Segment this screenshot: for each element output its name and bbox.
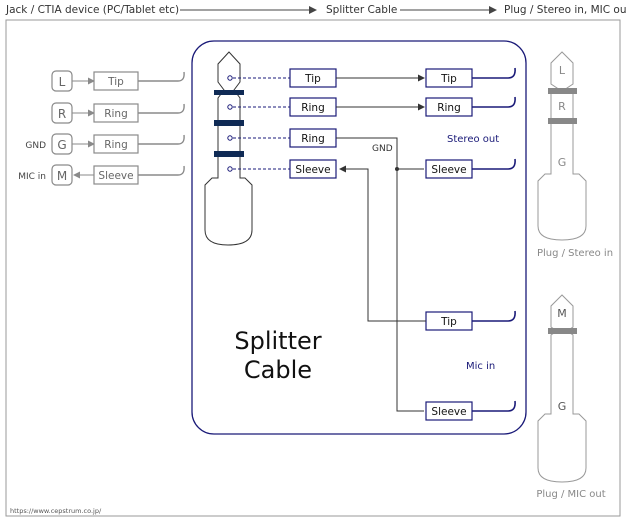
header-left-label: Jack / CTIA device (PC/Tablet etc) — [5, 4, 179, 16]
letter-box-m — [51, 164, 73, 186]
stereo-plug-letter-r: R — [558, 100, 566, 113]
contact-ring — [227, 104, 233, 110]
wire-hook-l — [177, 71, 185, 82]
stereo-label-ring: Ring — [437, 102, 461, 114]
wire-hook-g — [177, 134, 185, 145]
jack-band-3 — [214, 151, 244, 157]
in-label-ring: Ring — [301, 102, 325, 114]
stereo-plug — [537, 51, 587, 241]
splitter-title-2: Cable — [244, 356, 312, 384]
jack-band-1 — [214, 90, 244, 95]
out-hook-ring — [507, 96, 516, 108]
out-hook-tip — [507, 67, 516, 79]
left-label-sleeve: Sleeve — [98, 170, 133, 182]
contact-ring-2 — [227, 135, 233, 141]
stereo-plug-band-2 — [548, 118, 577, 124]
junction-dot — [395, 167, 399, 171]
in-label-sleeve: Sleeve — [295, 164, 330, 176]
out-hook-mic-sleeve — [507, 400, 516, 412]
left-label-tip: Tip — [107, 76, 124, 88]
in-label-tip: Tip — [304, 73, 321, 85]
mic-plug-letter-g: G — [558, 400, 567, 413]
mic-in-side-label: MIC in — [18, 172, 46, 182]
left-panel — [51, 70, 185, 186]
contact-sleeve — [227, 166, 233, 172]
letter-l: L — [59, 75, 66, 89]
outer-frame — [5, 19, 621, 517]
contact-tip — [227, 75, 233, 81]
in-box-sleeve — [289, 159, 337, 179]
letter-g: G — [57, 138, 66, 152]
wire-mic-tip — [339, 165, 426, 322]
out-hook-sleeve — [507, 158, 516, 170]
stereo-plug-caption: Plug / Stereo in — [537, 248, 613, 259]
splitter-cable-box — [191, 40, 527, 435]
splitter-title-1: Splitter — [234, 327, 321, 355]
mic-plug-letter-m: M — [557, 307, 567, 320]
mic-in-label: Mic in — [466, 361, 495, 372]
mic-plug — [537, 294, 587, 483]
letter-m: M — [57, 169, 67, 183]
left-label-ring-2: Ring — [104, 139, 128, 151]
left-label-ring: Ring — [104, 108, 128, 120]
mic-plug-band — [548, 328, 577, 334]
footer-url: https://www.cepstrum.co.jp/ — [10, 507, 102, 515]
header-middle-label: Splitter Cable — [326, 4, 397, 16]
stereo-plug-letter-g: G — [558, 156, 567, 169]
stereo-out-label: Stereo out — [447, 134, 499, 145]
mic-label-tip: Tip — [440, 316, 457, 328]
gnd-side-label: GND — [25, 141, 46, 151]
wire-gnd-bus — [336, 137, 424, 412]
gnd-label: GND — [372, 144, 393, 154]
wire-hook-r — [177, 103, 185, 114]
wire-hook-m — [177, 165, 185, 176]
mic-label-sleeve: Sleeve — [431, 406, 466, 418]
stereo-plug-letter-l: L — [559, 64, 566, 77]
jack-band-2 — [214, 120, 244, 126]
out-hook-mic-tip — [507, 310, 516, 322]
header-right-label: Plug / Stereo in, MIC out — [504, 4, 626, 16]
in-label-ring-2: Ring — [301, 133, 325, 145]
stereo-plug-band-1 — [548, 88, 577, 94]
letter-r: R — [58, 107, 66, 121]
stereo-label-sleeve: Sleeve — [431, 164, 466, 176]
stereo-label-tip: Tip — [440, 73, 457, 85]
mic-plug-caption: Plug / MIC out — [536, 489, 605, 500]
jack-plug — [204, 51, 253, 246]
